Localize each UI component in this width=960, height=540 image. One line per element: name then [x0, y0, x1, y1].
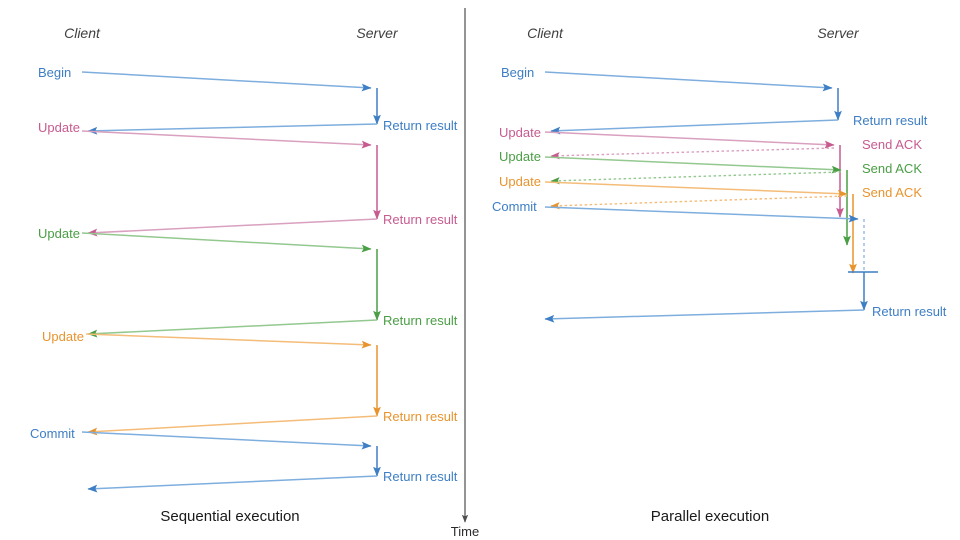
left-interaction-update-3: Update Return result: [42, 329, 458, 436]
right-request-arrow-5: [544, 206, 859, 223]
left-reply-arrow-5: [87, 475, 378, 493]
right-reply-label-5: Return result: [872, 304, 947, 319]
left-client-header: Client: [64, 25, 101, 41]
right-interaction-begin: Begin Return result: [501, 65, 928, 135]
right-reply-label-2: Send ACK: [862, 137, 922, 152]
left-reply-label-2: Return result: [383, 212, 458, 227]
right-interaction-update-2: Update Send ACK: [499, 149, 922, 246]
left-reply-label-3: Return result: [383, 313, 458, 328]
left-interaction-update-2: Update Return result: [38, 226, 458, 338]
left-reply-label-5: Return result: [383, 469, 458, 484]
right-request-arrow-2: [544, 131, 835, 149]
right-server-header: Server: [817, 25, 860, 41]
right-request-arrow-1: [544, 71, 833, 92]
left-request-arrow-2: [81, 130, 372, 149]
left-reply-arrow-3: [87, 319, 378, 338]
right-interaction-update-1: Update Send ACK: [499, 125, 922, 218]
right-request-label-3: Update: [499, 149, 541, 164]
left-panel: Client Server Begin Return result Update…: [30, 25, 458, 525]
left-request-label-1: Begin: [38, 65, 71, 80]
right-interaction-commit: Commit Return result: [492, 199, 947, 323]
right-ack-arrow-3: [550, 171, 842, 185]
left-request-arrow-4: [85, 333, 372, 349]
left-reply-label-4: Return result: [383, 409, 458, 424]
left-reply-arrow-1: [87, 123, 378, 135]
right-panel: Client Server Begin Return result Update…: [492, 25, 947, 525]
right-request-label-4: Update: [499, 174, 541, 189]
right-reply-arrow-5: [544, 309, 865, 323]
right-reply-label-1: Return result: [853, 113, 928, 128]
right-reply-arrow-1: [550, 119, 839, 135]
right-request-label-5: Commit: [492, 199, 537, 214]
left-request-label-2: Update: [38, 120, 80, 135]
left-reply-label-1: Return result: [383, 118, 458, 133]
right-interaction-update-3: Update Send ACK: [499, 174, 922, 274]
left-reply-arrow-2: [87, 218, 378, 237]
left-interaction-commit: Commit Return result: [30, 426, 458, 493]
left-server-header: Server: [356, 25, 399, 41]
left-request-label-5: Commit: [30, 426, 75, 441]
left-request-label-3: Update: [38, 226, 80, 241]
right-request-arrow-3: [544, 156, 842, 174]
left-request-arrow-3: [81, 232, 372, 253]
left-panel-caption: Sequential execution: [160, 508, 299, 525]
right-panel-caption: Parallel execution: [651, 508, 769, 525]
right-reply-label-4: Send ACK: [862, 185, 922, 200]
left-reply-arrow-4: [87, 415, 378, 436]
time-axis-label: Time: [451, 524, 479, 539]
right-request-arrow-4: [544, 181, 848, 198]
left-interaction-update-1: Update Return result: [38, 120, 458, 237]
right-request-label-1: Begin: [501, 65, 534, 80]
right-client-header: Client: [527, 25, 564, 41]
left-request-label-4: Update: [42, 329, 84, 344]
right-ack-arrow-4: [550, 195, 848, 210]
left-request-arrow-5: [81, 431, 372, 450]
left-request-arrow-1: [81, 71, 372, 92]
right-request-label-2: Update: [499, 125, 541, 140]
right-ack-arrow-2: [550, 147, 835, 160]
right-reply-label-3: Send ACK: [862, 161, 922, 176]
left-interaction-begin: Begin Return result: [38, 65, 458, 135]
